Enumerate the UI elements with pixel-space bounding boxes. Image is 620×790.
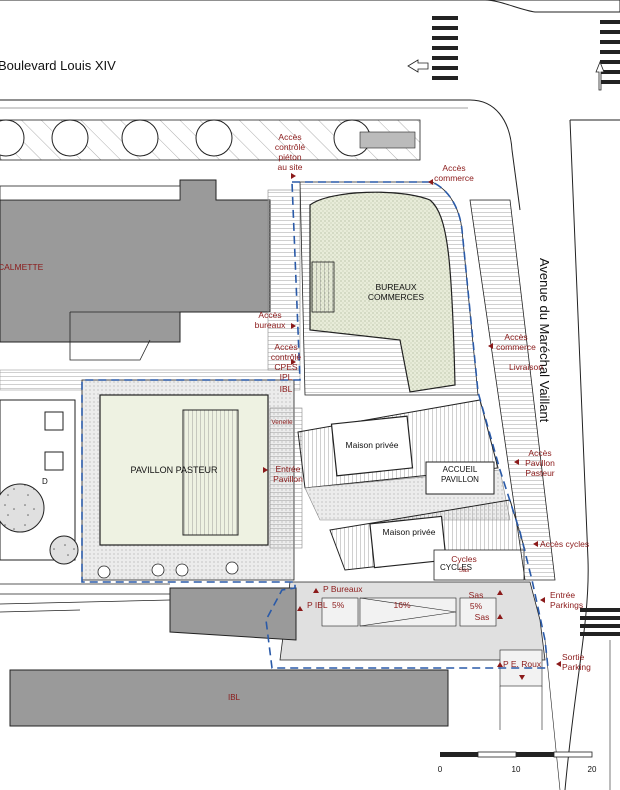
acces-pavillon-pasteur-annotation: Accès Pavillon Pasteur	[525, 448, 555, 478]
letter-d-label: D	[42, 477, 48, 486]
acces-cpes-annotation: Accès contrôlé CPES IPL	[271, 342, 302, 382]
sortie-parking-annotation: Sortie Parking	[562, 652, 591, 672]
maison-privee-1-label: Maison privée	[346, 440, 399, 450]
site-boundary	[81, 181, 549, 669]
crosswalk-bottom	[580, 608, 620, 636]
tree-row	[0, 119, 421, 161]
entree-parkings-line-1: Entrée	[550, 590, 575, 600]
acces-commerce-top-annotation: Accès commerce	[434, 163, 474, 183]
acces-cpes-line-2: contrôlé	[271, 352, 302, 362]
ramp-16-label: 16%	[393, 600, 410, 610]
acces-commerce-top-line-2: commerce	[434, 173, 474, 183]
ramp-5-right-label: 5%	[470, 601, 483, 611]
entree-pavillon-annotation: Entrée Pavillon	[273, 464, 303, 484]
acces-cpes-line-1: Accès	[274, 342, 297, 352]
acces-pasteur-line-3: Pasteur	[525, 468, 554, 478]
ramp-5-left-label: 5%	[332, 600, 345, 610]
p-bureaux-label: P Bureaux	[323, 584, 363, 594]
accueil-label-2: PAVILLON	[441, 475, 479, 484]
acces-pieton-annotation: Accès contrôlé piéton au site	[275, 132, 306, 172]
road-arrows	[407, 59, 605, 91]
sortie-parking-line-1: Sortie	[562, 652, 584, 662]
entree-parkings-annotation: Entrée Parkings	[550, 590, 583, 610]
cycles-small-line-1: Cycles	[451, 554, 477, 564]
street-label-north: Boulevard Louis XIV	[0, 58, 116, 73]
entree-parkings-line-2: Parkings	[550, 600, 583, 610]
livraison-label: Livraison	[509, 362, 543, 372]
maisons-block	[297, 399, 526, 581]
crosswalk-top	[432, 16, 620, 84]
acces-bureaux-line-1: Accès	[258, 310, 281, 320]
cycles-sas-annotation: Cycles Sas	[451, 554, 477, 574]
acces-cpes-line-3: CPES	[274, 362, 297, 372]
acces-commerce-right-line-2: commerce	[496, 342, 536, 352]
ibl-small-label: IBL	[280, 384, 293, 394]
entree-pavillon-line-2: Pavillon	[273, 474, 303, 484]
acces-cycles-label: Accès cycles	[540, 539, 589, 549]
livraison-lane	[469, 199, 556, 581]
scale-bar: 0 10 20	[438, 751, 597, 774]
sortie-parking-line-2: Parking	[562, 662, 591, 672]
p-e-roux-label: P E. Roux	[503, 659, 542, 669]
calmette-building	[0, 179, 271, 565]
sas-top-label: Sas	[469, 590, 484, 600]
bureaux-building	[299, 181, 479, 396]
venelle-label: Venelle	[271, 419, 293, 426]
cycles-label: CYCLES	[440, 563, 472, 572]
pavillon-pasteur-label: PAVILLON PASTEUR	[130, 465, 218, 475]
acces-bureaux-line-2: bureaux	[255, 320, 286, 330]
ibl-building	[0, 583, 449, 727]
sas-bottom-label: Sas	[475, 612, 490, 622]
access-arrows	[263, 173, 561, 680]
acces-pieton-line-2: contrôlé	[275, 142, 306, 152]
maison-privee-2-label: Maison privée	[383, 527, 436, 537]
street-label-east: Avenue du Maréchal Vaillant	[537, 258, 552, 423]
scale-tick-20: 20	[588, 765, 597, 774]
acces-pieton-line-4: au site	[277, 162, 302, 172]
acces-commerce-right-annotation: Accès commerce	[496, 332, 536, 352]
bureaux-label-2: COMMERCES	[368, 292, 425, 302]
p-ibl-label: P IBL	[307, 600, 328, 610]
ibl-bottom-label: IBL	[228, 693, 241, 702]
acces-cpes-line-4: IPL	[280, 372, 293, 382]
acces-pieton-line-3: piéton	[278, 152, 301, 162]
acces-bureaux-annotation: Accès bureaux	[255, 310, 286, 330]
entree-pavillon-line-1: Entrée	[275, 464, 300, 474]
acces-commerce-right-line-1: Accès	[504, 332, 527, 342]
scale-tick-0: 0	[438, 765, 443, 774]
pavillon-pasteur	[81, 379, 303, 581]
calmette-label: CALMETTE	[0, 262, 44, 272]
parking-ramp	[279, 581, 546, 730]
bureaux-label-1: BUREAUX	[375, 282, 416, 292]
cycles-small-line-2: Sas	[459, 568, 469, 574]
accueil-label-1: ACCUEIL	[443, 465, 478, 474]
acces-pasteur-line-1: Accès	[528, 448, 551, 458]
acces-pasteur-line-2: Pavillon	[525, 458, 555, 468]
scale-tick-10: 10	[512, 765, 521, 774]
acces-commerce-top-line-1: Accès	[442, 163, 465, 173]
acces-pieton-line-1: Accès	[278, 132, 301, 142]
